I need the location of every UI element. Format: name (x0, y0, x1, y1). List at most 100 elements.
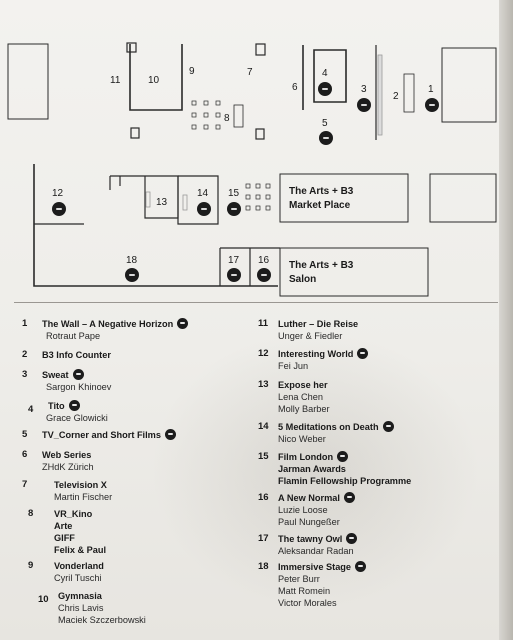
legend-number: 18 (258, 561, 269, 572)
vr-headset-icon (355, 561, 367, 572)
salon-label-1: The Arts + B3 (289, 260, 354, 271)
legend-line: Lena Chen (278, 392, 323, 402)
legend-number: 2 (22, 349, 28, 360)
vr-headset-icon (343, 492, 355, 503)
vr-headset-icon (68, 400, 80, 411)
legend-line: Arte (54, 521, 73, 531)
divider (14, 302, 498, 303)
wall-block-right (429, 173, 497, 223)
room-number-12: 12 (52, 188, 64, 199)
legend-line: Grace Glowicki (46, 413, 108, 423)
legend-title: VR_Kino (54, 509, 93, 519)
legend-title: The Wall – A Negative Horizon (42, 319, 174, 329)
legend-number: 17 (258, 533, 269, 544)
legend-number: 10 (38, 594, 49, 605)
legend-line: Paul Nungeßer (278, 517, 340, 527)
legend-title: Gymnasia (58, 591, 102, 601)
legend-number: 16 (258, 492, 269, 503)
legend-number: 6 (22, 449, 28, 460)
legend-title: Vonderland (54, 561, 104, 571)
panel-3 (377, 54, 383, 136)
legend-number: 8 (28, 508, 34, 519)
legend-number: 15 (258, 451, 269, 462)
legend-entry: TV_Corner and Short Films (42, 429, 176, 441)
wall-room-10 (129, 44, 183, 111)
room-number-16: 16 (258, 255, 270, 266)
legend-line: Rotraut Pape (46, 331, 101, 341)
legend-number: 13 (258, 379, 269, 390)
room-number-7: 7 (247, 67, 253, 78)
screen-8 (233, 104, 244, 128)
legend-line: GIFF (54, 533, 75, 543)
vr-headset-icon (164, 429, 176, 440)
vr-headset-icon (337, 451, 349, 462)
legend-number: 11 (258, 318, 269, 329)
legend-title: The tawny Owl (278, 534, 343, 544)
pillar (126, 42, 137, 53)
room-number-18: 18 (126, 255, 138, 266)
floor-map: 11 10 9 7 8 6 4 5 3 2 1 12 13 14 15 18 1… (7, 42, 497, 297)
legend-entry: B3 Info Counter (42, 349, 111, 361)
legend-title: TV_Corner and Short Films (42, 430, 161, 440)
board-edge (499, 0, 513, 640)
room-number-5: 5 (322, 118, 328, 129)
room-number-8: 8 (224, 113, 230, 124)
room-number-2: 2 (393, 91, 399, 102)
legend-number: 1 (22, 318, 28, 329)
market-place-box (279, 173, 409, 223)
market-place-label-1: The Arts + B3 (289, 186, 354, 197)
legend-line: Chris Lavis (58, 603, 104, 613)
wall-room-1 (441, 47, 497, 123)
legend-line: Victor Morales (278, 598, 337, 608)
legend-line: Sargon Khinoev (46, 382, 112, 392)
legend-line: Martin Fischer (54, 492, 113, 502)
legend-title: Expose her (278, 380, 328, 390)
market-place-label-2: Market Place (289, 200, 351, 211)
room-number-1: 1 (428, 84, 434, 95)
room-number-6: 6 (292, 82, 298, 93)
legend-line: ZHdK Zürich (42, 462, 94, 472)
pillar (130, 127, 140, 139)
legend-title: Tito (48, 401, 65, 411)
legend-title: Sweat (42, 370, 69, 380)
panel-14 (182, 194, 188, 211)
wall-room-4 (313, 49, 347, 103)
wall-block-left (7, 43, 49, 120)
room-number-4: 4 (322, 68, 328, 79)
legend-line: Nico Weber (278, 434, 326, 444)
room-number-10: 10 (148, 75, 160, 86)
vr-headset-icon (346, 533, 358, 544)
vr-headset-icon (177, 318, 189, 329)
salon-label-2: Salon (289, 274, 316, 285)
room-number-11: 11 (110, 75, 121, 86)
pillar (255, 43, 266, 56)
legend-line: Molly Barber (278, 404, 330, 414)
legend-line: Maciek Szczerbowski (58, 615, 146, 625)
legend-title: B3 Info Counter (42, 350, 111, 360)
room-number-15: 15 (228, 188, 240, 199)
legend-line: Matt Romein (278, 586, 331, 596)
legend-number: 9 (28, 560, 34, 571)
legend-title: Film London (278, 452, 334, 462)
legend-title: Luther – Die Reise (278, 319, 359, 329)
room-number-9: 9 (189, 66, 195, 77)
vr-headset-icon (382, 421, 394, 432)
pillar (255, 128, 265, 140)
legend-line: Fei Jun (278, 361, 309, 371)
wall-room-17 (219, 247, 280, 286)
